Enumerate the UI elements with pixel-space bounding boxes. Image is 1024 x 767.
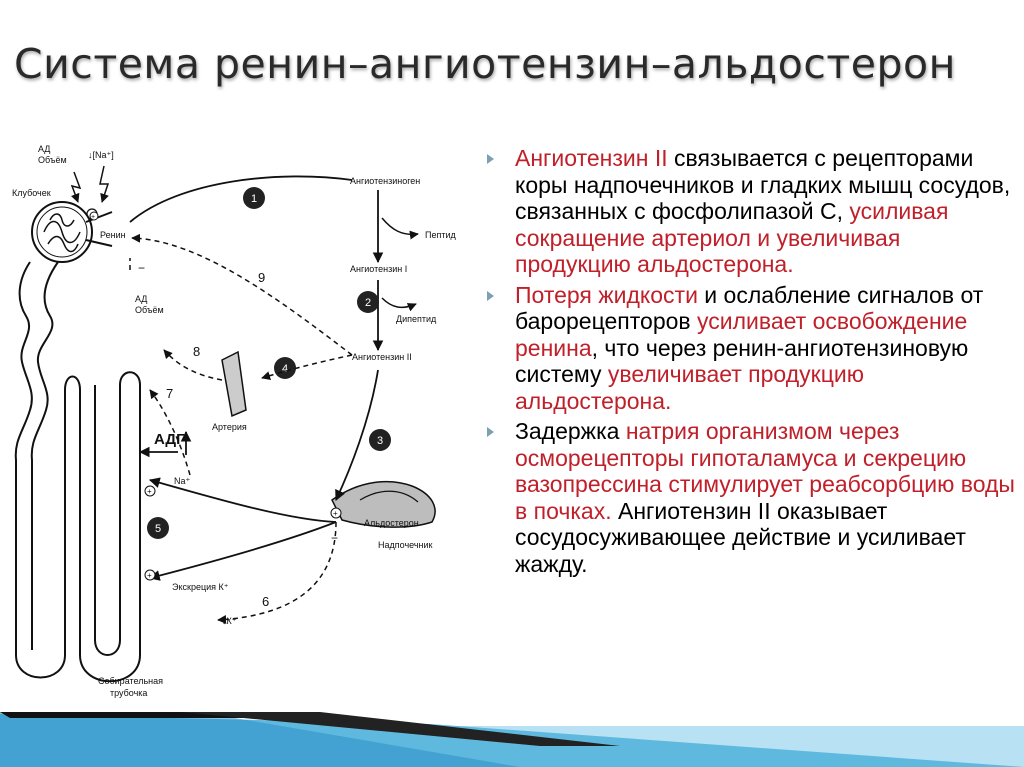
bullet-item: Ангиотензин II связывается с рецепторами… (485, 145, 1015, 278)
raas-diagram: АД Объём ↓[Na⁺] Клубочек Ренин Ангиотенз… (12, 144, 456, 698)
na-plus-label: Na⁺ (174, 476, 191, 486)
slide-title: Система ренин–ангиотензин–альдостерон (14, 40, 956, 88)
na-label: ↓[Na⁺] (88, 150, 114, 160)
step-circle-4: 4 (274, 357, 296, 379)
angiotensin2-label: Ангиотензин II (352, 352, 412, 362)
volume-label-mid: Объём (135, 305, 164, 315)
bullet-arrow-icon (487, 290, 494, 301)
bullet-item: Задержка натрия организмом через осморец… (485, 418, 1015, 577)
ad-label-top: АД (38, 144, 50, 154)
peptide-label: Пептид (425, 230, 456, 240)
angiotensinogen-label: Ангиотензиноген (350, 176, 420, 186)
collecting-duct-label: Собирательная (98, 676, 163, 686)
path-number-6: 6 (262, 594, 269, 609)
bullet-text-3: Задержка натрия организмом через осморец… (515, 418, 1015, 577)
k-low-label: ↓К⁺ (222, 616, 237, 626)
bullet-arrow-icon (487, 154, 494, 164)
footer-decoration (0, 712, 1024, 767)
ad-label-mid: АД (135, 294, 147, 304)
svg-text:3: 3 (377, 435, 383, 447)
glomerulus (31, 201, 113, 263)
minus-sign-adrenal: − (331, 531, 338, 545)
renin-label: Ренин (100, 230, 126, 240)
bullet-list: Ангиотензин II связывается с рецепторами… (485, 145, 1015, 581)
artery-label: Артерия (212, 422, 247, 432)
dipeptide-label: Дипептид (396, 314, 437, 324)
bullet-text-1: Ангиотензин II связывается с рецепторами… (515, 145, 1011, 277)
plus-sign-renin: + (91, 214, 95, 221)
volume-label-top: Объём (38, 155, 67, 165)
step-circle-5: 5 (147, 517, 169, 539)
path-number-8: 8 (193, 344, 200, 359)
adrenal-shape (331, 480, 436, 528)
plus-sign-k: + (147, 571, 152, 580)
step-circle-3: 3 (369, 429, 391, 451)
bullet-item: Потеря жидкости и ослабление сигналов от… (485, 282, 1015, 415)
svg-text:1: 1 (251, 193, 257, 205)
angiotensin1-label: Ангиотензин I (350, 264, 407, 274)
svg-text:5: 5 (155, 523, 161, 535)
step-circle-2: 2 (357, 291, 379, 313)
plus-sign-na: + (147, 487, 152, 496)
minus-sign-renin: − (138, 261, 145, 275)
bullet-text-2: Потеря жидкости и ослабление сигналов от… (515, 281, 984, 414)
adrenal-label: Надпочечник (378, 540, 433, 550)
path-number-9: 9 (258, 270, 265, 285)
svg-text:4: 4 (282, 363, 288, 375)
svg-text:2: 2 (365, 297, 371, 309)
path-number-7: 7 (166, 386, 173, 401)
bullet-arrow-icon (487, 427, 494, 437)
adh-label: АДГ (154, 431, 185, 448)
nephron-tubule (14, 261, 141, 683)
artery-shape (221, 350, 247, 418)
k-excretion-label: Экскреция К⁺ (172, 582, 229, 592)
glomerulus-label: Клубочек (12, 188, 51, 198)
plus-sign-adrenal: + (333, 509, 338, 518)
aldosterone-label: Альдостерон (364, 518, 419, 528)
step-circle-1: 1 (243, 187, 265, 209)
collecting-duct-label-2: трубочка (110, 688, 147, 698)
